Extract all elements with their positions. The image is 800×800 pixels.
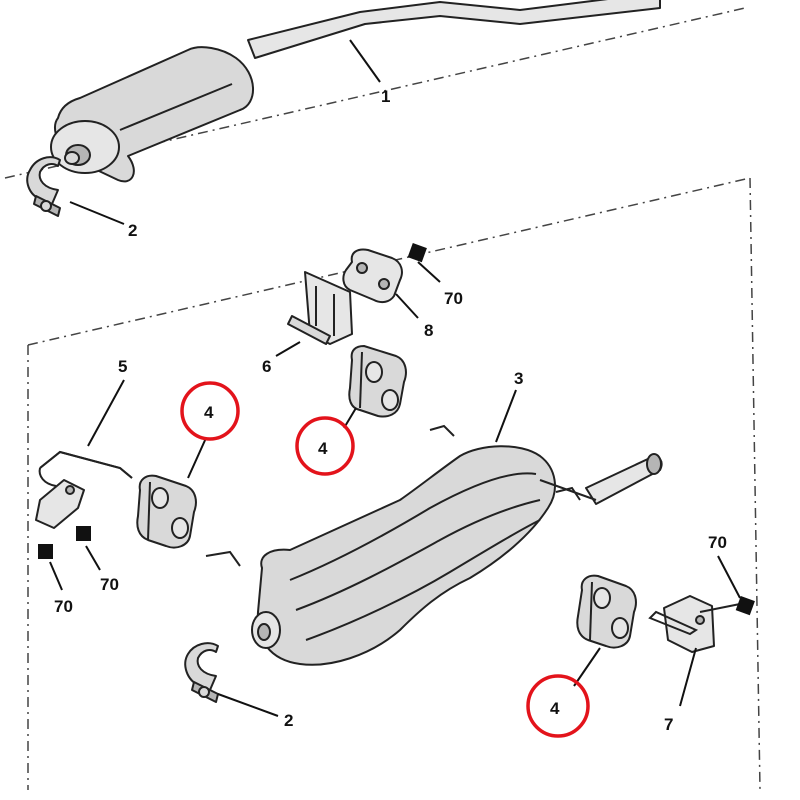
label-mount-a: 4: [204, 403, 214, 422]
fastener-right-square: [735, 596, 755, 616]
label-mount-b: 4: [318, 439, 328, 458]
bracket-right: [648, 595, 741, 653]
label-fastener-left-a: 70: [54, 597, 73, 616]
rubber-mount-a: [136, 474, 197, 549]
silencer-hangers: [205, 424, 581, 567]
bracket-top-plate: [342, 248, 403, 304]
rear-silencer: [251, 445, 663, 666]
highlight-circle-mount-c: [526, 674, 590, 738]
label-bracket-right: 7: [664, 715, 673, 734]
label-mount-c: 4: [550, 699, 560, 718]
rubber-mount-c: [576, 574, 637, 649]
bracket-left: [35, 450, 133, 529]
label-clamp-rear: 2: [284, 711, 293, 730]
label-fastener-top: 70: [444, 289, 463, 308]
highlight-circle-mount-a: [180, 381, 240, 441]
leader-lines: [49, 39, 741, 717]
label-bracket-top-plate: 8: [424, 321, 433, 340]
bracket-center: [287, 271, 353, 345]
rubber-mount-b: [348, 345, 407, 418]
label-fastener-right: 70: [708, 533, 727, 552]
fastener-left-b-square: [76, 526, 91, 541]
label-front-pipe: 1: [381, 87, 390, 106]
fastener-top-square: [407, 243, 427, 263]
highlight-circle-mount-b: [295, 416, 355, 476]
label-clamp-front: 2: [128, 221, 137, 240]
clamp-rear: [184, 642, 219, 703]
clamp-front: [26, 156, 61, 217]
label-bracket-center: 6: [262, 357, 271, 376]
label-rear-silencer: 3: [514, 369, 523, 388]
label-fastener-left-b: 70: [100, 575, 119, 594]
label-bracket-left: 5: [118, 357, 127, 376]
fastener-left-a-square: [38, 544, 53, 559]
front-pipe-silencer: [50, 0, 661, 183]
